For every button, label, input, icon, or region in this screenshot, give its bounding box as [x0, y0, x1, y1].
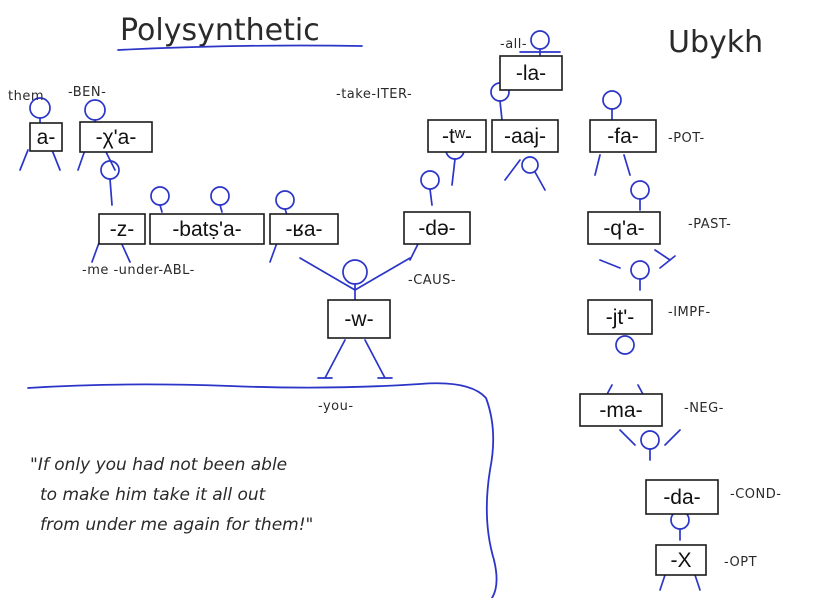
morpheme-aaj: -aaj-: [491, 119, 559, 153]
morpheme-jt: -jt'-: [587, 299, 653, 335]
morpheme-tw: -tʷ-: [427, 119, 487, 153]
translation-line-1: "If only you had not been able: [30, 455, 287, 475]
translation-line-2: to make him take it all out: [40, 485, 267, 505]
gloss-them: them: [8, 89, 44, 104]
gloss-opt: -OPT: [724, 555, 757, 570]
morpheme-qa-text: -q'a-: [603, 217, 644, 240]
morpheme-fa: -fa-: [589, 119, 657, 153]
gloss-caus: -CAUS-: [408, 273, 456, 288]
morpheme-ma-text: -ma-: [599, 399, 642, 422]
morpheme-da: -da-: [645, 479, 719, 515]
gloss-cond: -COND-: [730, 487, 781, 502]
morpheme-de: -də-: [403, 211, 471, 245]
gloss-take-iter: -take-ITER-: [336, 87, 412, 102]
morpheme-da-text: -da-: [663, 486, 700, 509]
morpheme-fa-text: -fa-: [607, 125, 639, 148]
morpheme-aaj-text: -aaj-: [504, 125, 546, 148]
morpheme-batsa-text: -batṣ'a-: [172, 218, 241, 241]
morpheme-z-text: -z-: [110, 218, 135, 241]
morpheme-jt-text: -jt'-: [606, 306, 635, 329]
morpheme-x-text: -X: [671, 549, 692, 572]
stick-figures: [19, 30, 701, 591]
morpheme-de-text: -də-: [418, 217, 455, 240]
cliff-edge: [27, 382, 498, 598]
morpheme-x: -X: [655, 544, 707, 576]
morpheme-z: -z-: [98, 213, 146, 245]
morpheme-a: a-: [29, 122, 63, 152]
morpheme-la: -la-: [499, 55, 563, 91]
morpheme-ra: -ʁa-: [269, 213, 339, 245]
gloss-past: -PAST-: [688, 217, 731, 232]
diagram-title: Polysynthetic: [120, 13, 320, 48]
morpheme-ma: -ma-: [579, 393, 663, 427]
gloss-pot: -POT-: [668, 131, 705, 146]
gloss-ben: -BEN-: [68, 85, 106, 100]
morpheme-a-text: a-: [37, 126, 56, 149]
morpheme-xa: -χ'a-: [79, 121, 153, 153]
morpheme-xa-text: -χ'a-: [96, 126, 137, 149]
title-underline: [117, 44, 363, 51]
morpheme-qa: -q'a-: [587, 211, 661, 245]
morpheme-w-text: -w-: [344, 308, 373, 331]
gloss-impf: -IMPF-: [668, 305, 711, 320]
morpheme-la-text: -la-: [516, 62, 546, 85]
translation-line-3: from under me again for them!": [40, 515, 313, 535]
morpheme-w: -w-: [327, 299, 391, 339]
morpheme-tw-text: -tʷ-: [442, 125, 472, 148]
language-label: Ubykh: [668, 25, 763, 60]
morpheme-ra-text: -ʁa-: [285, 218, 322, 241]
gloss-neg: -NEG-: [684, 401, 724, 416]
gloss-all: -all-: [500, 37, 527, 52]
gloss-you: -you-: [318, 399, 354, 414]
gloss-me-under-abl: -me -under-ABL-: [82, 263, 195, 278]
morpheme-batsa: -batṣ'a-: [149, 213, 265, 245]
